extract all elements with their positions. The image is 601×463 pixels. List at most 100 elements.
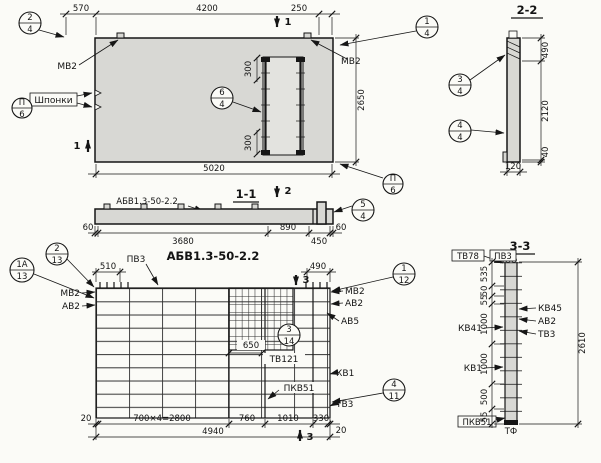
base-plate — [504, 420, 518, 425]
opening-dimensions: 300 300 — [244, 54, 261, 158]
section-2-2-bottom-dimension: 120 — [500, 162, 527, 176]
callout-num: 5 — [360, 200, 365, 210]
dim-label: 300 — [244, 135, 254, 151]
callout-2-4: 2 4 — [18, 11, 65, 38]
dim-label: 60 — [83, 223, 94, 233]
dim-label: 5020 — [203, 164, 225, 174]
label-av2-left: АВ2 — [62, 302, 80, 312]
callout-sheet: 13 — [17, 272, 28, 282]
callout-2-13: 2 13 — [45, 242, 95, 288]
dim-510: 510 — [92, 262, 126, 282]
dim-label: 890 — [280, 223, 296, 233]
top-studs — [99, 282, 328, 288]
dim-label: 2650 — [357, 89, 367, 111]
label-mv2-left: МВ2 — [60, 289, 80, 299]
section-2-2-right-dimension: 490 2120 40 — [522, 34, 551, 166]
label-pv3: ПВ3 — [127, 255, 146, 265]
dim-label: 700×4=2800 — [133, 414, 191, 424]
dim-label: 760 — [239, 414, 255, 424]
dim-label: 1000 — [480, 313, 490, 335]
section-mark: 1 — [74, 141, 81, 152]
label-kv1: КВ1 — [464, 364, 482, 374]
beam-label: АБВ1.3-50-2.2 — [116, 197, 177, 207]
section-title: 3-3 — [510, 239, 531, 253]
keys-label-text: Шпонки — [34, 96, 72, 106]
lifting-loop-right — [303, 32, 312, 39]
dim-label: 2610 — [578, 332, 588, 354]
dim-label: 1000 — [480, 353, 490, 375]
dim-label: 2120 — [541, 100, 551, 122]
callout-sheet: 14 — [284, 337, 295, 347]
node-sheet: 6 — [19, 110, 24, 120]
dim-label: 20 — [81, 414, 92, 424]
label-kv41: КВ41 — [458, 324, 482, 334]
dim-label: 1010 — [277, 414, 299, 424]
anchor-label-mv2-left: МВ2 — [57, 62, 77, 72]
dim-label: 490 — [310, 262, 326, 272]
plan-view: 570 4200 250 5020 2650 300 300 МВ2 МВ2 Ш… — [11, 4, 439, 196]
beam-outline — [94, 208, 334, 225]
callout-sheet: 4 — [27, 25, 32, 35]
callout-num: 6 — [219, 88, 224, 98]
mesh-tag-tv121: ТВ121 — [263, 353, 305, 365]
dim-label: 20 — [336, 426, 347, 436]
callout-4-4: 4 4 — [448, 119, 505, 143]
callout-num: 1 — [401, 264, 406, 274]
mesh-label: ТВ121 — [269, 355, 299, 365]
dim-label: 55 — [480, 295, 490, 306]
label-av5: АВ5 — [341, 317, 359, 327]
elevation-title: АБВ1.3-50-2.2 — [167, 249, 260, 263]
section-mark: 3 — [307, 432, 314, 443]
tag-pv3: ПВ3 — [489, 249, 517, 262]
dim-label: 330 — [313, 414, 329, 424]
dim-650: 650 — [225, 340, 266, 357]
dim-label: 50 — [480, 286, 490, 297]
node-sheet: 6 — [390, 186, 395, 196]
section-title: 1-1 — [236, 187, 257, 201]
callout-num: 4 — [457, 121, 462, 131]
callout-1a-13: 1А 13 — [9, 257, 95, 299]
callout-num: 1А — [16, 260, 27, 270]
bottom-key-detail — [502, 151, 508, 163]
section-3-marks: 3 3 — [293, 275, 314, 443]
elevation-bottom-dimensions: 20 700×4=2800 760 1010 330 20 4940 — [81, 414, 347, 441]
dim-label: 570 — [73, 4, 89, 14]
node-num: П — [390, 174, 396, 184]
dim-label: 3680 — [172, 237, 194, 247]
plan-bottom-dimension: 5020 — [88, 164, 340, 178]
label-kv1: КВ1 — [336, 369, 354, 379]
tag-pkv51: ПКВ51 — [457, 415, 506, 428]
callout-num: 4 — [391, 380, 396, 390]
dim-label: 4200 — [196, 4, 218, 14]
anchor-label-mv2-right: МВ2 — [341, 57, 361, 67]
section-3-3-total-dimension: 2610 — [519, 258, 588, 428]
callout-3-14: 3 14 — [277, 323, 301, 347]
plan-height-dimension: 2650 — [335, 34, 367, 166]
cage-outline — [95, 287, 331, 419]
callout-sheet: 4 — [360, 212, 365, 222]
door-opening — [261, 56, 305, 156]
callout-num: 3 — [286, 325, 291, 335]
label-kv45: КВ45 — [538, 304, 562, 314]
callout-sheet: 4 — [457, 133, 462, 143]
tag-text: ПКВ51 — [462, 418, 491, 428]
label-tf: ТФ — [504, 427, 518, 437]
dim-label: 450 — [311, 237, 327, 247]
callout-1-4: 1 4 — [339, 15, 439, 47]
callout-sheet: 4 — [457, 87, 462, 97]
lifting-loop-left — [116, 32, 125, 39]
callout-num: 2 — [54, 244, 59, 254]
section-2-mark: 2 — [274, 186, 292, 198]
dim-490: 490 — [301, 262, 336, 282]
dim-label: 55 — [480, 412, 490, 423]
callout-sheet: 4 — [219, 100, 224, 110]
callout-num: 1 — [424, 17, 429, 27]
section-1-1-dimension: 60 3680 890 450 60 — [83, 223, 347, 247]
dim-label: 510 — [100, 262, 116, 272]
section-title: 2-2 — [517, 3, 538, 17]
node-circle-left: П 6 — [11, 97, 33, 120]
dim-label: 4940 — [202, 427, 224, 437]
node-num: П — [19, 98, 25, 108]
